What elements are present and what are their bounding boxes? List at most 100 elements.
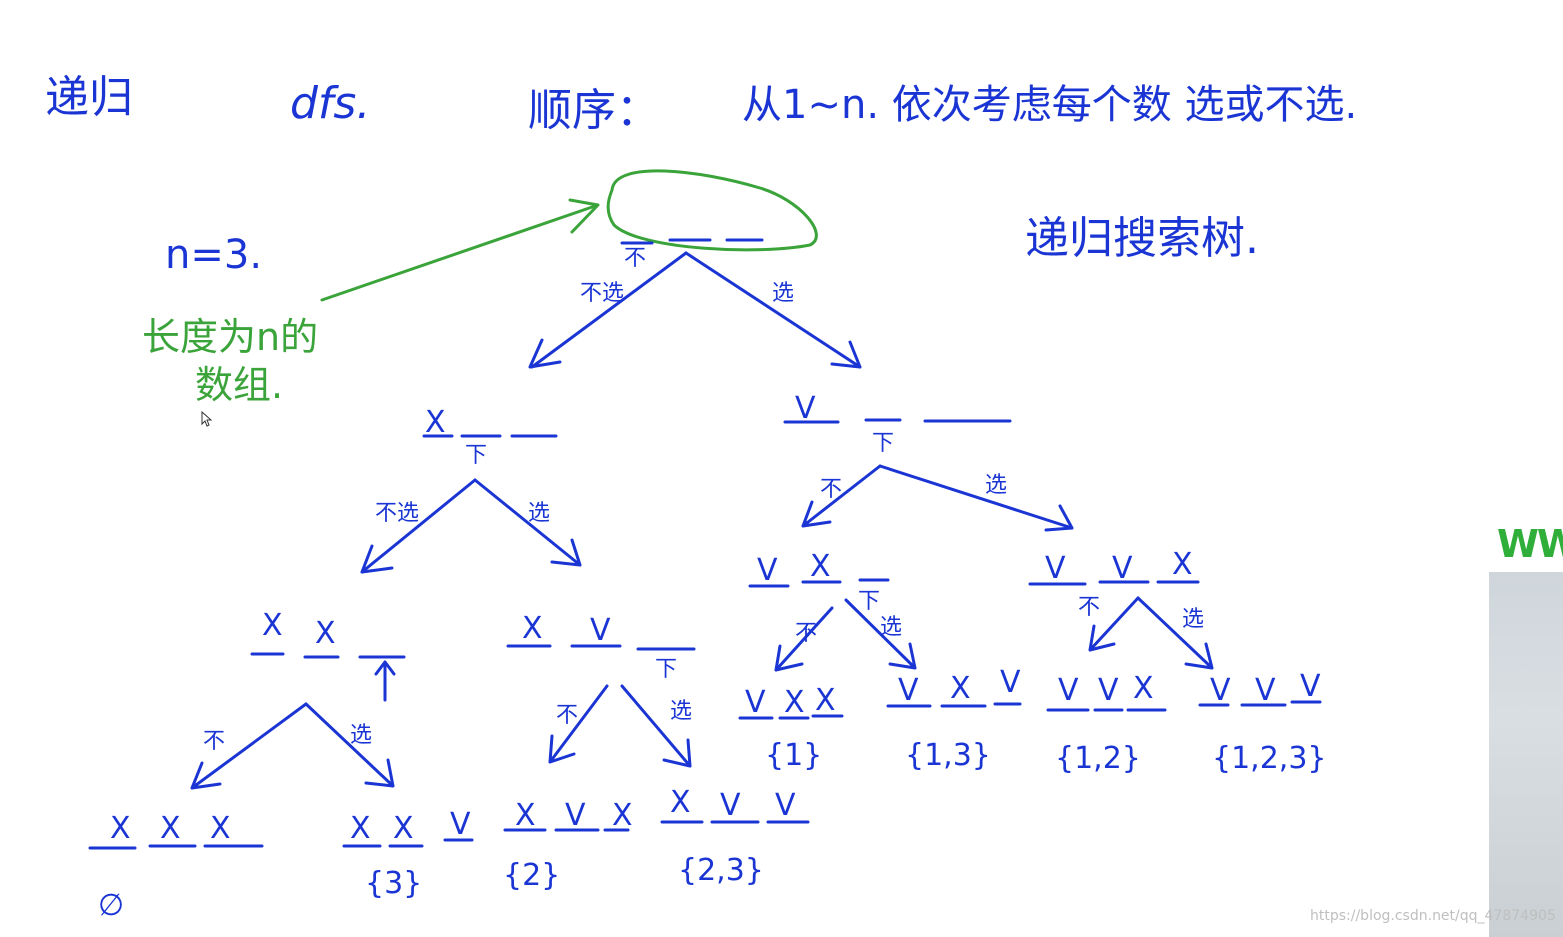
n-value: n=3. bbox=[165, 232, 262, 278]
this-marker: 下 bbox=[872, 431, 894, 456]
edge-label-pick: 选 bbox=[350, 723, 372, 748]
cell: V bbox=[1058, 673, 1079, 708]
slot-line bbox=[1028, 580, 1200, 586]
cell: V bbox=[775, 788, 796, 823]
edge-l2d-right bbox=[1136, 596, 1214, 670]
edge-label-pick: 选 bbox=[1182, 607, 1204, 632]
slot-line bbox=[886, 702, 1022, 708]
cell: X bbox=[315, 616, 336, 651]
this-marker: 下 bbox=[465, 443, 487, 468]
cell: X bbox=[210, 811, 231, 846]
subset-label: {1,2} bbox=[1055, 741, 1141, 776]
edge-l1left-right bbox=[473, 478, 582, 567]
subset-label: {2,3} bbox=[678, 853, 764, 888]
cell: V bbox=[1000, 665, 1021, 700]
cell: V bbox=[1098, 673, 1119, 708]
this-marker-arrow bbox=[374, 660, 396, 702]
array-note-line2: 数组. bbox=[195, 363, 283, 407]
edge-l2d-left bbox=[1088, 596, 1140, 652]
edge-label-no-pick: 不选 bbox=[375, 501, 419, 526]
cell: X bbox=[262, 608, 283, 643]
cell: V bbox=[1112, 551, 1133, 586]
video-overlay-text: WW bbox=[1497, 522, 1563, 566]
cell: X bbox=[1133, 671, 1154, 706]
array-note-line1: 长度为n的 bbox=[142, 315, 318, 359]
node-l1-right: V 下 bbox=[783, 391, 1012, 456]
leaf-node: X X X ∅ bbox=[88, 811, 264, 923]
cell: X bbox=[1172, 547, 1193, 582]
cell: X bbox=[515, 798, 536, 833]
subset-label: ∅ bbox=[98, 888, 124, 923]
node-l2-d: V V X bbox=[1028, 547, 1200, 586]
cell: X bbox=[110, 811, 131, 846]
recursion-label: 递归 bbox=[45, 72, 133, 123]
cell: X bbox=[425, 405, 446, 440]
cell: V bbox=[1210, 673, 1231, 708]
edge-l2c-left bbox=[774, 606, 834, 672]
cell: X bbox=[160, 811, 181, 846]
leaf-node: X V V {2,3} bbox=[660, 785, 810, 888]
slot-line bbox=[1198, 700, 1322, 707]
edge-label-pick: 选 bbox=[772, 281, 794, 306]
edge-label-no-pick: 不选 bbox=[580, 281, 624, 306]
order-label: 顺序： bbox=[528, 85, 660, 136]
slot-line bbox=[748, 578, 890, 588]
node-l2-b: X V 下 bbox=[506, 611, 696, 682]
green-arrow bbox=[320, 198, 600, 302]
subset-label: {2} bbox=[503, 858, 560, 893]
cell: X bbox=[670, 785, 691, 820]
green-circle bbox=[606, 169, 818, 252]
leaf-node: V X V {1,3} bbox=[886, 665, 1022, 773]
cell: V bbox=[590, 613, 611, 648]
leaf-node: V V X {1,2} bbox=[1046, 671, 1167, 776]
watermark-text: https://blog.csdn.net/qq_47874905 bbox=[1310, 908, 1556, 924]
cell: V bbox=[565, 798, 586, 833]
edge-label-pick: 选 bbox=[985, 473, 1007, 498]
cell: X bbox=[350, 811, 371, 846]
this-marker: 不 bbox=[624, 246, 646, 271]
edge-l2b-right bbox=[620, 684, 692, 768]
edge-label-no-short: 不 bbox=[1078, 595, 1100, 620]
cell: X bbox=[612, 798, 633, 833]
cell: V bbox=[1300, 669, 1321, 704]
cell: V bbox=[1255, 673, 1276, 708]
edge-l1right-right bbox=[878, 464, 1074, 532]
subset-label: {1,2,3} bbox=[1212, 741, 1327, 776]
edge-l1left-left bbox=[360, 478, 477, 574]
edge-label-no-short: 不 bbox=[556, 703, 578, 728]
slot-line bbox=[250, 652, 406, 659]
slot-line bbox=[738, 714, 844, 720]
order-text: 从1~n. 依次考虑每个数 选或不选. bbox=[742, 82, 1357, 128]
cell: V bbox=[898, 673, 919, 708]
video-thumbnail bbox=[1489, 572, 1563, 937]
cell: V bbox=[1045, 551, 1066, 586]
subset-label: {3} bbox=[365, 866, 422, 901]
leaf-node: X V X {2} bbox=[503, 798, 633, 893]
dfs-label: dfs. bbox=[290, 78, 370, 129]
edge-l2c-right bbox=[844, 598, 917, 670]
cell: X bbox=[393, 811, 414, 846]
node-root: 不 bbox=[620, 238, 764, 271]
edge-l2a-right bbox=[304, 702, 395, 788]
cell: V bbox=[745, 685, 766, 720]
edge-label-no-short: 不 bbox=[203, 729, 225, 754]
edge-label-no-short: 不 bbox=[795, 621, 817, 646]
cell: X bbox=[522, 611, 543, 646]
mouse-cursor-icon bbox=[201, 411, 213, 427]
edge-l2b-left bbox=[548, 684, 609, 764]
subset-label: {1,3} bbox=[905, 738, 991, 773]
cell: V bbox=[720, 788, 741, 823]
slot-line bbox=[506, 644, 696, 651]
slot-line bbox=[88, 844, 264, 850]
this-marker: 下 bbox=[858, 589, 880, 614]
cell: X bbox=[784, 685, 805, 720]
cell: V bbox=[795, 391, 816, 426]
tree-title: 递归搜索树. bbox=[1025, 213, 1259, 264]
edge-root-left bbox=[528, 251, 688, 369]
edge-label-pick: 选 bbox=[670, 699, 692, 724]
cell: V bbox=[757, 553, 778, 588]
this-marker: 下 bbox=[655, 657, 677, 682]
slot-line bbox=[783, 418, 1012, 424]
leaf-node: V V V {1,2,3} bbox=[1198, 669, 1327, 776]
